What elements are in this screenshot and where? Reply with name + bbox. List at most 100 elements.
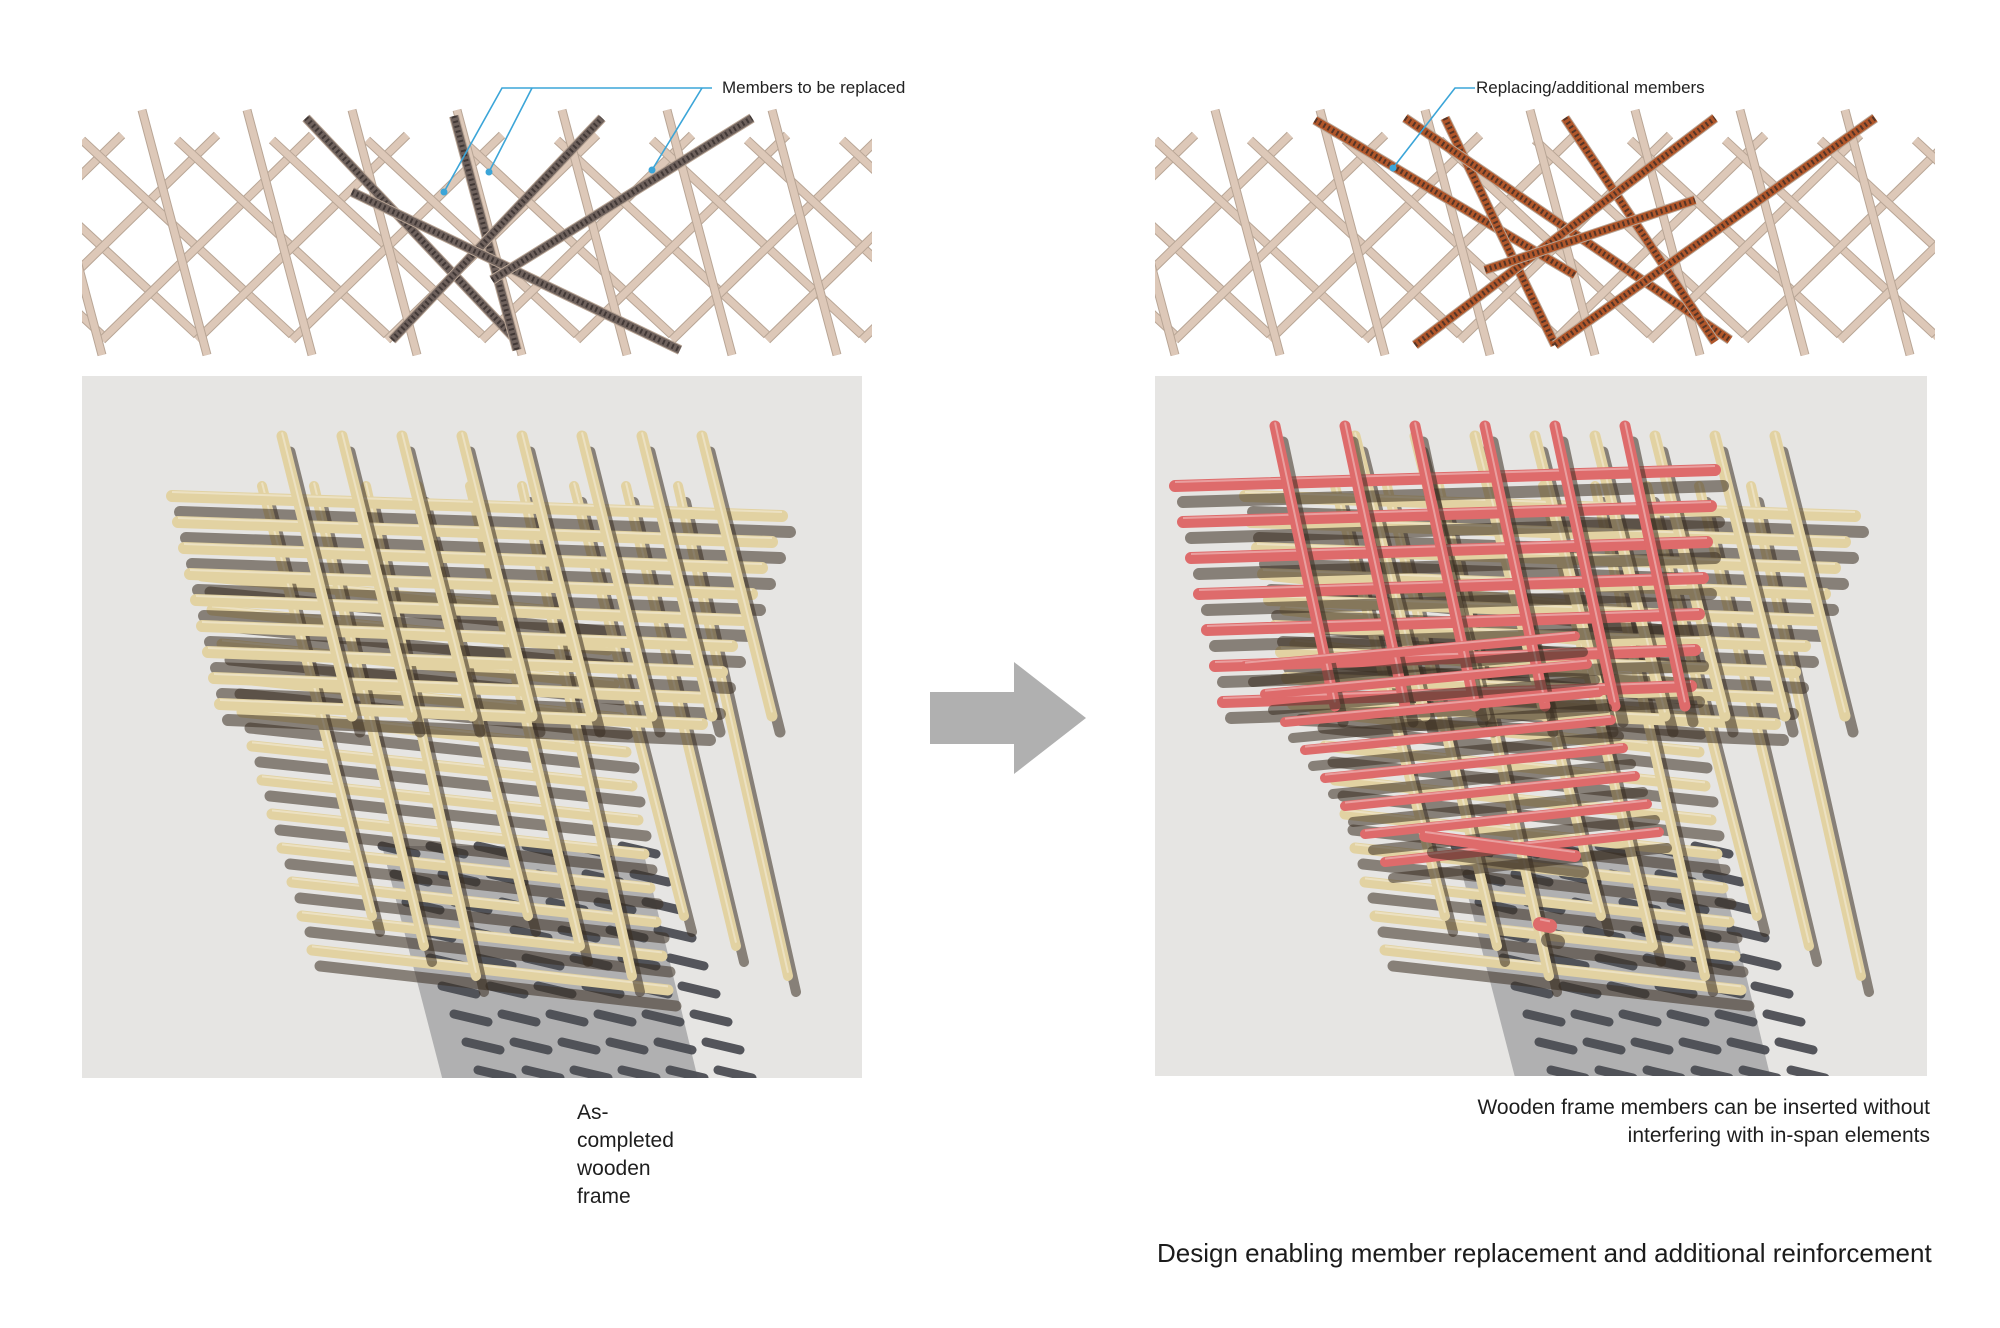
inserted-bar-lower-highlight: [1344, 771, 1636, 804]
inserted-bar-lower-highlight: [1364, 799, 1648, 832]
ground-shadow: [473, 1065, 517, 1078]
ground-shadow: [1642, 1065, 1686, 1076]
highlighted-member-texture: [1442, 116, 1558, 347]
frame-bar-lower-highlight: [1384, 945, 1742, 988]
frame-bar-lower-highlight: [301, 911, 663, 954]
inserted-bar-lower-highlight: [1284, 687, 1600, 720]
lattice-member: [1172, 132, 1388, 343]
render-as-completed-frame: [82, 376, 862, 1078]
ground-shadow: [1654, 981, 1698, 999]
frame-bar-top: [196, 620, 738, 652]
frame-bar-lower-highlight: [1374, 911, 1736, 954]
lattice-member: [99, 132, 315, 343]
lattice-steep-member: [243, 109, 316, 356]
frame-bar-top-shade: [198, 610, 756, 642]
reinforced-frame-3d-icon: [1169, 420, 1874, 1076]
highlighted-member-texture: [350, 189, 682, 353]
lattice-steep-member: [82, 265, 106, 356]
frame-bar-cross-highlight: [281, 432, 353, 713]
frame-bar-lower-shade: [1387, 960, 1755, 1012]
ground-shadow: [629, 869, 673, 887]
ground-shadow: [473, 953, 517, 971]
inserted-bar-cross: [1549, 420, 1621, 712]
frame-bar-lower: [276, 842, 656, 894]
frame-bar-lower-highlight: [251, 741, 633, 784]
ground-shadow: [1630, 1037, 1674, 1055]
highlighted-member: [1412, 114, 1718, 349]
ground-shadow: [593, 1009, 637, 1027]
ground-shadow: [1522, 1009, 1566, 1027]
frame-bar-cross-highlight: [641, 432, 713, 713]
callout-leader: [488, 87, 533, 173]
frame-bar-cross: [636, 430, 718, 722]
lattice-member: [269, 137, 485, 338]
inserted-bar-lower: [1320, 743, 1628, 783]
lattice-member: [669, 139, 872, 343]
highlighted-member-texture: [304, 116, 516, 340]
lattice-member: [1155, 132, 1293, 272]
lattice-member: [1837, 242, 1935, 343]
lattice-steep-member: [768, 109, 841, 356]
ground-shadow: [1726, 1037, 1770, 1055]
inserted-bar-lower-highlight: [1264, 659, 1588, 692]
inserted-bar-bottom-shade: [1427, 846, 1589, 878]
highlighted-member-texture: [1553, 115, 1877, 348]
frame-bar-lower: [266, 808, 650, 860]
frame-bar-top: [214, 698, 708, 730]
ground-shadow: [605, 1037, 649, 1055]
inserted-bar-cross-highlight: [1554, 422, 1616, 703]
inserted-bar-lower-shade: [1348, 787, 1648, 827]
frame-bar-cross-highlight: [1654, 432, 1726, 713]
inserted-bar-lower-highlight: [1244, 631, 1576, 664]
ground-shadow: [653, 925, 697, 943]
caption-line-2: interfering with in-span elements: [1627, 1124, 1930, 1147]
lattice-member: [1155, 137, 1368, 338]
ground-shadow: [1678, 1037, 1722, 1055]
frame-bar-cross-highlight: [461, 432, 533, 713]
inserted-bar-lower-shade: [1268, 675, 1600, 715]
frame-bar-cross: [336, 430, 418, 722]
ground-shadow: [437, 981, 481, 999]
inserted-block-shade: [1541, 933, 1565, 949]
frame-bar-lower: [246, 740, 638, 792]
main-caption: Design enabling member replacement and a…: [1157, 1238, 1932, 1268]
frame-bar-lower: [1359, 876, 1735, 928]
frame-bar-top-highlight: [195, 595, 743, 617]
ground-shadow: [1738, 953, 1782, 971]
caption-as-completed: As-completed wooden frame: [577, 1101, 674, 1208]
ground-shadow: [1582, 1037, 1626, 1055]
frame-bar-lower-shade: [254, 756, 646, 808]
inserted-bar-lower: [1280, 687, 1604, 727]
frame-bar-top-shade: [222, 714, 716, 746]
inserted-block-highlight: [1539, 918, 1551, 923]
lattice-member: [364, 137, 580, 338]
highlighted-member-texture: [1313, 117, 1577, 278]
frame-bar-lower-shade: [264, 790, 652, 842]
ground-shadow: [1582, 925, 1626, 943]
frame-bar-lower-highlight: [311, 945, 669, 988]
ground-shadow: [1618, 1009, 1662, 1027]
inserted-bar-horizontal-highlight: [1174, 465, 1716, 483]
ground-shadow: [1546, 1065, 1590, 1076]
inserted-bar-lower-shade: [1288, 703, 1612, 743]
frame-bar-lower-shade: [284, 858, 664, 910]
lattice-plan-reinforced: [1155, 87, 1935, 357]
ground-shadow: [1750, 981, 1794, 999]
frame-bar-cross: [276, 430, 358, 722]
frame-bar-lower: [296, 910, 668, 962]
ground-shadow: [665, 953, 709, 971]
lattice-member: [82, 223, 200, 338]
frame-bar-cross-highlight: [401, 432, 473, 713]
inserted-bar-lower-highlight: [1324, 743, 1624, 776]
lattice-member: [82, 132, 220, 272]
ground-shadow: [497, 1009, 541, 1027]
ground-shadow: [509, 1037, 553, 1055]
frame-bar-lower: [286, 876, 662, 928]
ground-shadow: [449, 1009, 493, 1027]
callout-leader: [651, 87, 703, 171]
ground-shadow: [1714, 1009, 1758, 1027]
frame-bar-top-highlight: [219, 699, 703, 721]
inserted-bar-lower: [1260, 659, 1592, 699]
ground-shadow: [641, 1009, 685, 1027]
inserted-bar-horizontal: [1177, 500, 1717, 528]
